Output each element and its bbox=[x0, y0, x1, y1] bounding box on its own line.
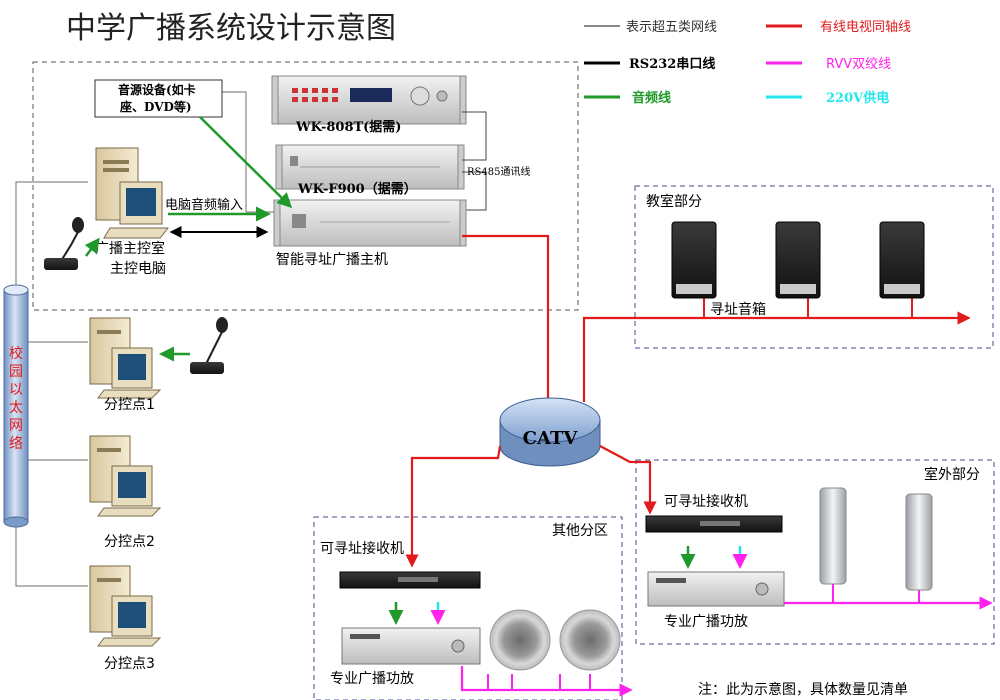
substation-2-pc-icon bbox=[89, 435, 162, 517]
control-room-zone bbox=[32, 61, 579, 311]
pc-audio-input-label: 电脑音频输入 bbox=[165, 197, 243, 213]
diagram-title: 中学广播系统设计示意图 bbox=[66, 11, 396, 46]
legend-audio-label: 音频线 bbox=[632, 90, 671, 106]
rs485-link-lines bbox=[462, 111, 487, 211]
coax-line-catv-to-other-zone bbox=[405, 445, 502, 568]
outdoor-column-speaker-1 bbox=[819, 487, 847, 585]
footnote: 注：此为示意图，具体数量见清单 bbox=[698, 681, 908, 698]
legend-rvv-label: RVV双绞线 bbox=[826, 56, 891, 72]
legend-cat5-label: 表示超五类网线 bbox=[626, 20, 717, 35]
main-microphone-icon bbox=[44, 217, 84, 270]
substation-3-pc-icon bbox=[89, 565, 162, 647]
substation-2-label: 分控点2 bbox=[104, 534, 155, 550]
source-device-box bbox=[94, 79, 223, 118]
other-zone-amplifier-label: 专业广播功放 bbox=[330, 671, 414, 687]
other-zone-receiver-device bbox=[339, 571, 481, 589]
ceiling-speaker-2 bbox=[559, 609, 621, 671]
main-pc-label-1: 广播主控室 bbox=[95, 240, 165, 257]
other-zone-amplifier-device bbox=[341, 627, 481, 665]
classroom-title: 教室部分 bbox=[646, 193, 702, 210]
legend-rs232-label: RS232串口线 bbox=[629, 56, 715, 72]
substation-1-label: 分控点1 bbox=[104, 397, 155, 413]
coax-line-host-to-catv bbox=[462, 234, 555, 413]
network-char-5: 网 bbox=[9, 418, 23, 434]
cat5-lines bbox=[15, 91, 282, 587]
main-pc-label-2: 主控电脑 bbox=[110, 261, 166, 277]
source-device-label-1: 音源设备(如卡 bbox=[118, 82, 196, 97]
other-zone-title: 其他分区 bbox=[552, 523, 608, 539]
rs485-label: RS485通讯线 bbox=[467, 165, 530, 178]
wkf900-rack-device bbox=[275, 144, 465, 190]
other-zone bbox=[313, 516, 623, 700]
classroom-speaker-label: 寻址音箱 bbox=[710, 301, 766, 318]
coax-line-catv-to-outdoor bbox=[599, 445, 657, 515]
legend-coax-label: 有线电视同轴线 bbox=[820, 20, 911, 35]
substation-3-label: 分控点3 bbox=[104, 656, 155, 672]
other-zone-receiver-label: 可寻址接收机 bbox=[320, 540, 404, 557]
outdoor-amplifier-label: 专业广播功放 bbox=[664, 614, 748, 630]
campus-network-pipe: 校 园 以 太 网 络 bbox=[3, 284, 29, 528]
outdoor-receiver-device bbox=[645, 515, 783, 533]
network-char-6: 络 bbox=[9, 436, 23, 452]
network-char-3: 以 bbox=[9, 382, 23, 398]
audio-line-mic-to-pc bbox=[84, 237, 100, 257]
broadcast-host-device bbox=[273, 199, 467, 247]
outdoor-title: 室外部分 bbox=[924, 466, 980, 483]
network-char-4: 太 bbox=[9, 400, 23, 416]
outdoor-zone bbox=[635, 459, 995, 645]
coax-line-catv-to-classroom bbox=[582, 311, 971, 402]
classroom-speaker-2 bbox=[775, 221, 821, 299]
outdoor-column-speaker-2 bbox=[905, 493, 933, 591]
wkf900-label: WK-F900（据需） bbox=[297, 181, 417, 197]
classroom-zone bbox=[634, 185, 994, 349]
other-zone-speaker-drops bbox=[487, 674, 591, 690]
outdoor-speaker-drops bbox=[832, 584, 920, 603]
host-label: 智能寻址广播主机 bbox=[276, 252, 388, 268]
outdoor-amplifier-device bbox=[647, 571, 785, 607]
source-device-label-2: 座、DVD等) bbox=[119, 99, 192, 114]
other-zone-rvv-line bbox=[460, 666, 633, 697]
legend: 表示超五类网线 有线电视同轴线 RS232串口线 RVV双绞线 音频线 220V… bbox=[584, 20, 911, 106]
classroom-speaker-3 bbox=[879, 221, 925, 299]
network-char-1: 校 bbox=[9, 345, 23, 362]
substation-1-pc-icon bbox=[89, 317, 162, 399]
network-char-2: 园 bbox=[9, 364, 23, 380]
ceiling-speaker-1 bbox=[489, 609, 551, 671]
substation-1-microphone-icon bbox=[190, 317, 228, 374]
catv-label: CATV bbox=[523, 428, 579, 449]
audio-line-source-to-host bbox=[199, 116, 293, 209]
legend-power-label: 220V供电 bbox=[826, 90, 889, 106]
main-pc-icon bbox=[95, 147, 170, 239]
wk808t-rack-device bbox=[271, 75, 467, 125]
wk808t-label: WK-808T(据需) bbox=[295, 119, 401, 135]
classroom-speaker-1 bbox=[671, 221, 717, 299]
classroom-speaker-drops bbox=[703, 298, 913, 318]
outdoor-receiver-label: 可寻址接收机 bbox=[664, 493, 748, 510]
catv-node bbox=[499, 397, 601, 467]
